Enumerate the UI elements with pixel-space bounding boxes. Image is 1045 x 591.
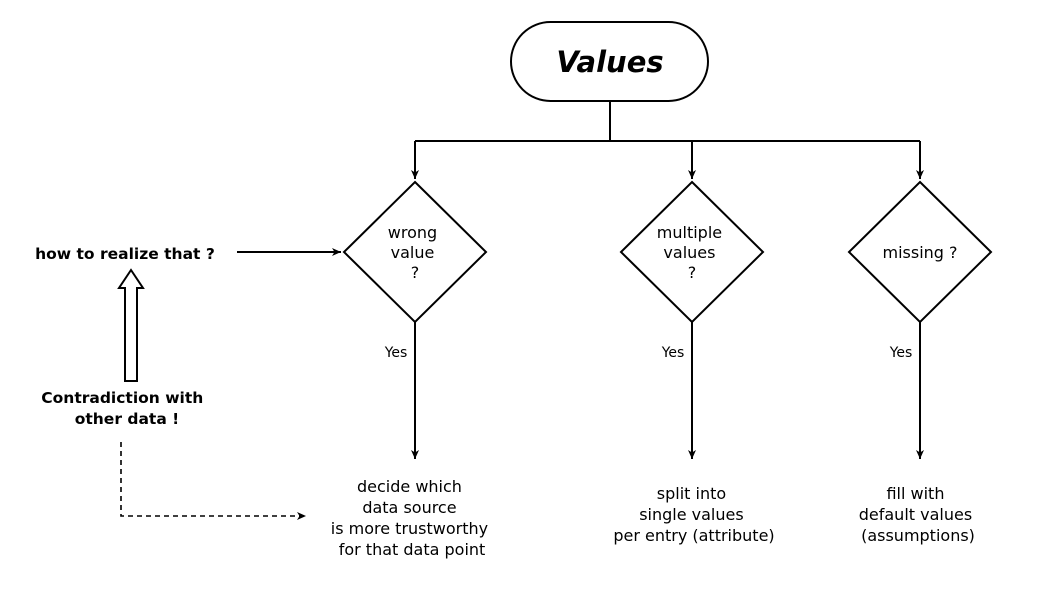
outcome-multiple-line-1: split into [657, 484, 726, 503]
outcome-wrong-line-2: data source [362, 498, 456, 517]
dashed-connector-arrow [120, 442, 306, 520]
title-text: Values [556, 45, 663, 79]
decision-multiple-values-label: multiple values ? [657, 223, 727, 282]
outcome-wrong-line-3: is more trustworthy [331, 519, 488, 538]
decision-multiple-line-1: multiple [657, 223, 722, 242]
side-answer-line-2: other data ! [75, 410, 180, 428]
outcome-multiple-line-3: per entry (attribute) [613, 526, 774, 545]
outcome-multiple-values: split into single values per entry (attr… [613, 484, 774, 545]
decision-missing-label: missing ? [882, 243, 957, 262]
outcome-multiple-line-2: single values [639, 505, 744, 524]
decision-wrong-line-2: value [391, 243, 435, 262]
decision-multiple-line-3: ? [688, 263, 697, 282]
decision-wrong-line-3: ? [411, 263, 420, 282]
outcome-wrong-value: decide which data source is more trustwo… [331, 477, 493, 559]
outcome-missing-line-1: fill with [886, 484, 944, 503]
outcome-missing: fill with default values (assumptions) [859, 484, 978, 545]
branch-multiple-yes-label: Yes [661, 345, 685, 361]
side-question-label: how to realize that ? [35, 245, 215, 263]
outcome-wrong-line-1: decide which [357, 477, 462, 496]
decision-wrong-value-label: wrong value ? [388, 223, 443, 282]
decision-multiple-line-2: values [663, 243, 715, 262]
outcome-missing-line-3: (assumptions) [861, 526, 975, 545]
outcome-missing-line-2: default values [859, 505, 972, 524]
branch-wrong-yes-label: Yes [384, 345, 408, 361]
branch-missing-yes-label: Yes [889, 345, 913, 361]
hollow-up-arrow [117, 268, 145, 382]
outcome-wrong-line-4: for that data point [339, 540, 486, 559]
decision-wrong-line-1: wrong [388, 223, 437, 242]
side-answer-line-1: Contradiction with [41, 389, 203, 407]
side-answer-label: Contradiction with other data ! [41, 389, 208, 428]
